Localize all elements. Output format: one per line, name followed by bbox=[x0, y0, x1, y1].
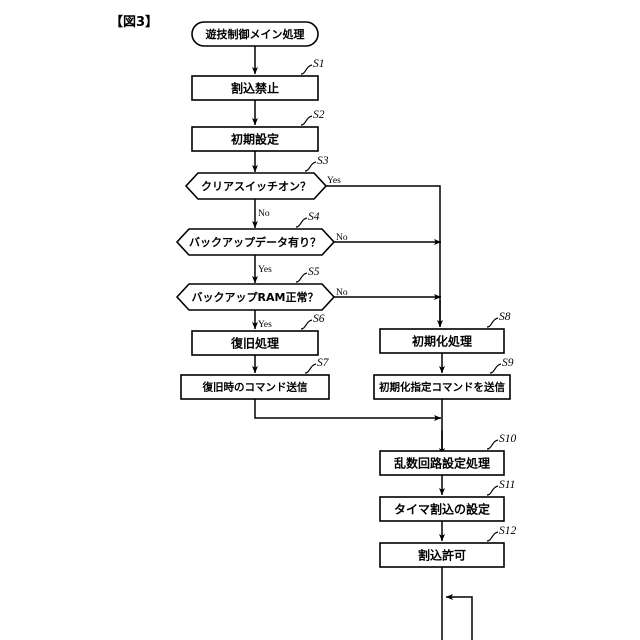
node-start: 遊技制御メイン処理 bbox=[191, 21, 319, 47]
s2-label: 初期設定 bbox=[231, 132, 279, 147]
s9-process-shape bbox=[373, 374, 511, 400]
s3-label: クリアスイッチオン？ bbox=[201, 180, 311, 193]
s10-label: 乱数回路設定処理 bbox=[394, 456, 490, 471]
node-s5: バックアップRAM正常？ S5 No Yes bbox=[175, 266, 348, 330]
s4-no-branch-label: No bbox=[336, 233, 348, 243]
connector-s3-yes-to-bus bbox=[326, 185, 441, 325]
s7-step-label: S7 bbox=[317, 357, 330, 369]
node-s3: クリアスイッチオン？ S3 Yes No bbox=[184, 155, 341, 219]
s11-process-shape bbox=[379, 496, 505, 522]
figure-number-label: 【図3】 bbox=[110, 14, 158, 30]
s5-no-branch-label: No bbox=[336, 288, 348, 298]
node-s12: 割込許可 S12 bbox=[379, 525, 517, 568]
node-s4: バックアップデータ有り？ S4 No Yes bbox=[175, 211, 348, 275]
s11-label: タイマ割込の設定 bbox=[394, 502, 490, 517]
node-s1: 割込禁止 S1 bbox=[191, 58, 325, 101]
node-s2: 初期設定 S2 bbox=[191, 109, 325, 152]
s8-label: 初期化処理 bbox=[412, 334, 472, 349]
s4-yes-branch-label: Yes bbox=[258, 265, 272, 275]
s8-step-label: S8 bbox=[499, 311, 511, 323]
node-s8: 初期化処理 S8 bbox=[379, 311, 511, 354]
node-s10: 乱数回路設定処理 S10 bbox=[379, 433, 517, 476]
s11-leader-line bbox=[486, 485, 499, 496]
start-label: 遊技制御メイン処理 bbox=[206, 27, 305, 41]
s4-leader-line bbox=[295, 217, 308, 228]
s4-step-label: S4 bbox=[308, 211, 320, 223]
s12-step-label: S12 bbox=[499, 525, 517, 537]
node-s11: タイマ割込の設定 S11 bbox=[379, 479, 515, 522]
s12-label: 割込許可 bbox=[418, 548, 466, 563]
s12-leader-line bbox=[486, 531, 499, 542]
s6-label: 復旧処理 bbox=[230, 336, 279, 351]
s3-no-branch-label: No bbox=[258, 209, 270, 219]
s7-label: 復旧時のコマンド送信 bbox=[202, 381, 308, 394]
s6-step-label: S6 bbox=[313, 313, 325, 325]
connector-loop-back bbox=[445, 594, 473, 640]
node-s7: 復旧時のコマンド送信 S7 bbox=[180, 357, 330, 400]
s1-step-label: S1 bbox=[313, 58, 325, 70]
s9-label: 初期化指定コマンドを送信 bbox=[379, 381, 505, 394]
s2-leader-line bbox=[300, 115, 313, 126]
connector-s7-to-trunk bbox=[254, 399, 442, 421]
s5-step-label: S5 bbox=[308, 266, 320, 278]
s1-leader-line bbox=[300, 64, 313, 75]
s1-process-shape bbox=[191, 75, 319, 101]
s3-yes-branch-label: Yes bbox=[327, 176, 341, 186]
node-s6: 復旧処理 S6 bbox=[191, 313, 325, 356]
s6-process-shape bbox=[191, 330, 319, 356]
s5-yes-branch-label: Yes bbox=[258, 320, 272, 330]
s6-leader-line bbox=[300, 319, 313, 330]
s5-label: バックアップRAM正常？ bbox=[192, 290, 319, 304]
s5-leader-line bbox=[295, 272, 308, 283]
s10-step-label: S10 bbox=[499, 433, 517, 445]
s9-leader-line bbox=[489, 363, 502, 374]
s9-step-label: S9 bbox=[502, 357, 514, 369]
s11-step-label: S11 bbox=[499, 479, 515, 491]
s3-leader-line bbox=[304, 161, 317, 172]
s4-label: バックアップデータ有り？ bbox=[189, 235, 321, 249]
s1-label: 割込禁止 bbox=[231, 81, 279, 96]
node-s9: 初期化指定コマンドを送信 S9 bbox=[373, 357, 514, 400]
s10-leader-line bbox=[486, 439, 499, 450]
s8-leader-line bbox=[486, 317, 499, 328]
s3-step-label: S3 bbox=[317, 155, 329, 167]
s12-process-shape bbox=[379, 542, 505, 568]
s7-leader-line bbox=[304, 363, 317, 374]
s2-step-label: S2 bbox=[313, 109, 325, 121]
